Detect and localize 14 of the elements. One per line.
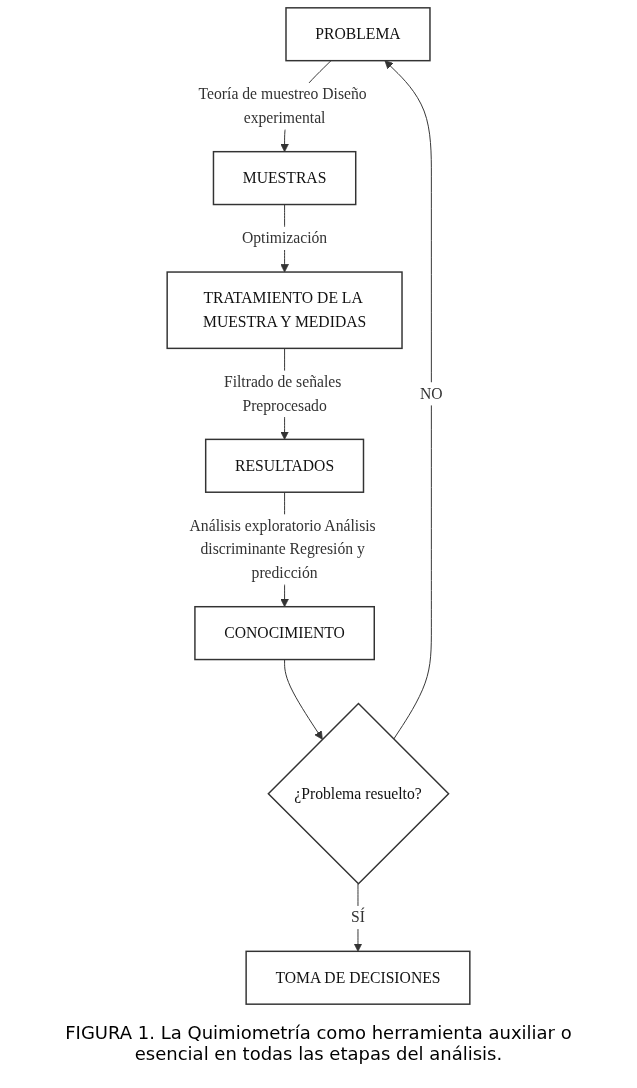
caption: FIGURA 1. La Quimiometría como herramienta auxiliar o esencial en todas las etapas del análisis. [64,1021,573,1066]
node-box: MUESTRAS [212,150,357,206]
node-box: TOMA DE DECISIONES [245,950,471,1005]
node-box: RESULTADOS [204,438,365,493]
edge-label: Filtrado de señales Preprocesado [223,373,342,414]
node-diamond: ¿Problema resuelto? [267,702,450,885]
edge-label: NO [420,385,443,402]
node-box: CONOCIMIENTO [194,605,375,661]
edge-label: SÍ [351,908,365,926]
node-box: TRATAMIENTO DE LA MUESTRA Y MEDIDAS [166,271,403,350]
edge-label: Optimización [241,229,328,247]
edge-label: Teoría de muestreo Diseño experimental [198,85,367,126]
node-box: PROBLEMA [285,7,431,62]
edge-label: Análisis exploratorio Análisis discriminante Regresión y predicción [189,517,376,581]
